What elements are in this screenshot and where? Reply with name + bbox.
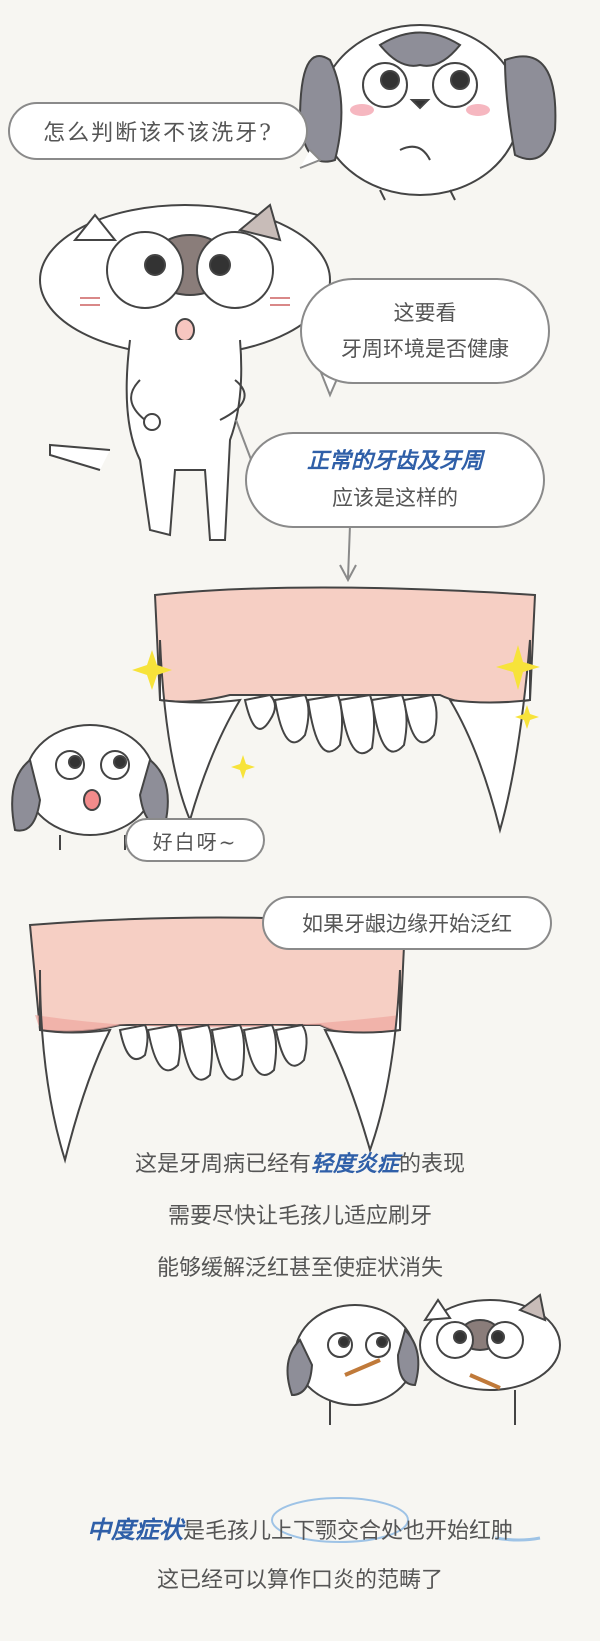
normal-teeth-highlight: 正常的牙齿及牙周 — [306, 449, 483, 474]
mild-line1-post: 的表现 — [399, 1152, 466, 1177]
intro-bubble: 这要看 牙周环境是否健康 — [300, 278, 550, 384]
question-text: 怎么判断该不该洗牙? — [43, 121, 273, 146]
dog-thinking-illustration — [298, 24, 557, 201]
white-teeth-bubble: 好白呀~ — [125, 818, 265, 862]
mild-highlight: 轻度炎症 — [310, 1152, 399, 1177]
moderate-line1: 中度症状是毛孩儿上下颚交合处也开始红肿 — [0, 1510, 600, 1545]
mild-line1-pre: 这是牙周病已经有 — [134, 1152, 311, 1177]
healthy-teeth-illustration — [132, 586, 540, 834]
intro-line1: 这要看 — [393, 301, 457, 325]
cat-doctor-illustration — [39, 203, 331, 541]
intro-line2: 牙周环境是否健康 — [341, 337, 509, 361]
question-bubble: 怎么判断该不该洗牙? — [8, 102, 308, 160]
mild-line2: 需要尽快让毛孩儿适应刷牙 — [167, 1204, 432, 1229]
small-dog-illustration — [11, 724, 169, 850]
mild-line1: 这是牙周病已经有轻度炎症的表现 — [0, 1146, 600, 1178]
red-gum-teeth-illustration — [28, 916, 407, 1164]
white-teeth-text: 好白呀~ — [152, 829, 238, 854]
moderate-line2: 这已经可以算作口炎的范畴了 — [156, 1568, 443, 1593]
moderate-line1-rest: 是毛孩儿上下颚交合处也开始红肿 — [182, 1519, 513, 1544]
pets-brushing-illustration — [286, 1293, 561, 1425]
sparkle-icon — [132, 645, 540, 779]
moderate-highlight: 中度症状 — [86, 1516, 183, 1544]
normal-teeth-bubble: 正常的牙齿及牙周 应该是这样的 — [245, 432, 545, 528]
mild-line3: 能够缓解泛红甚至使症状消失 — [156, 1256, 443, 1281]
normal-teeth-line2: 应该是这样的 — [332, 486, 458, 510]
red-gum-bubble: 如果牙龈边缘开始泛红 — [262, 896, 552, 950]
red-gum-text: 如果牙龈边缘开始泛红 — [302, 912, 512, 936]
